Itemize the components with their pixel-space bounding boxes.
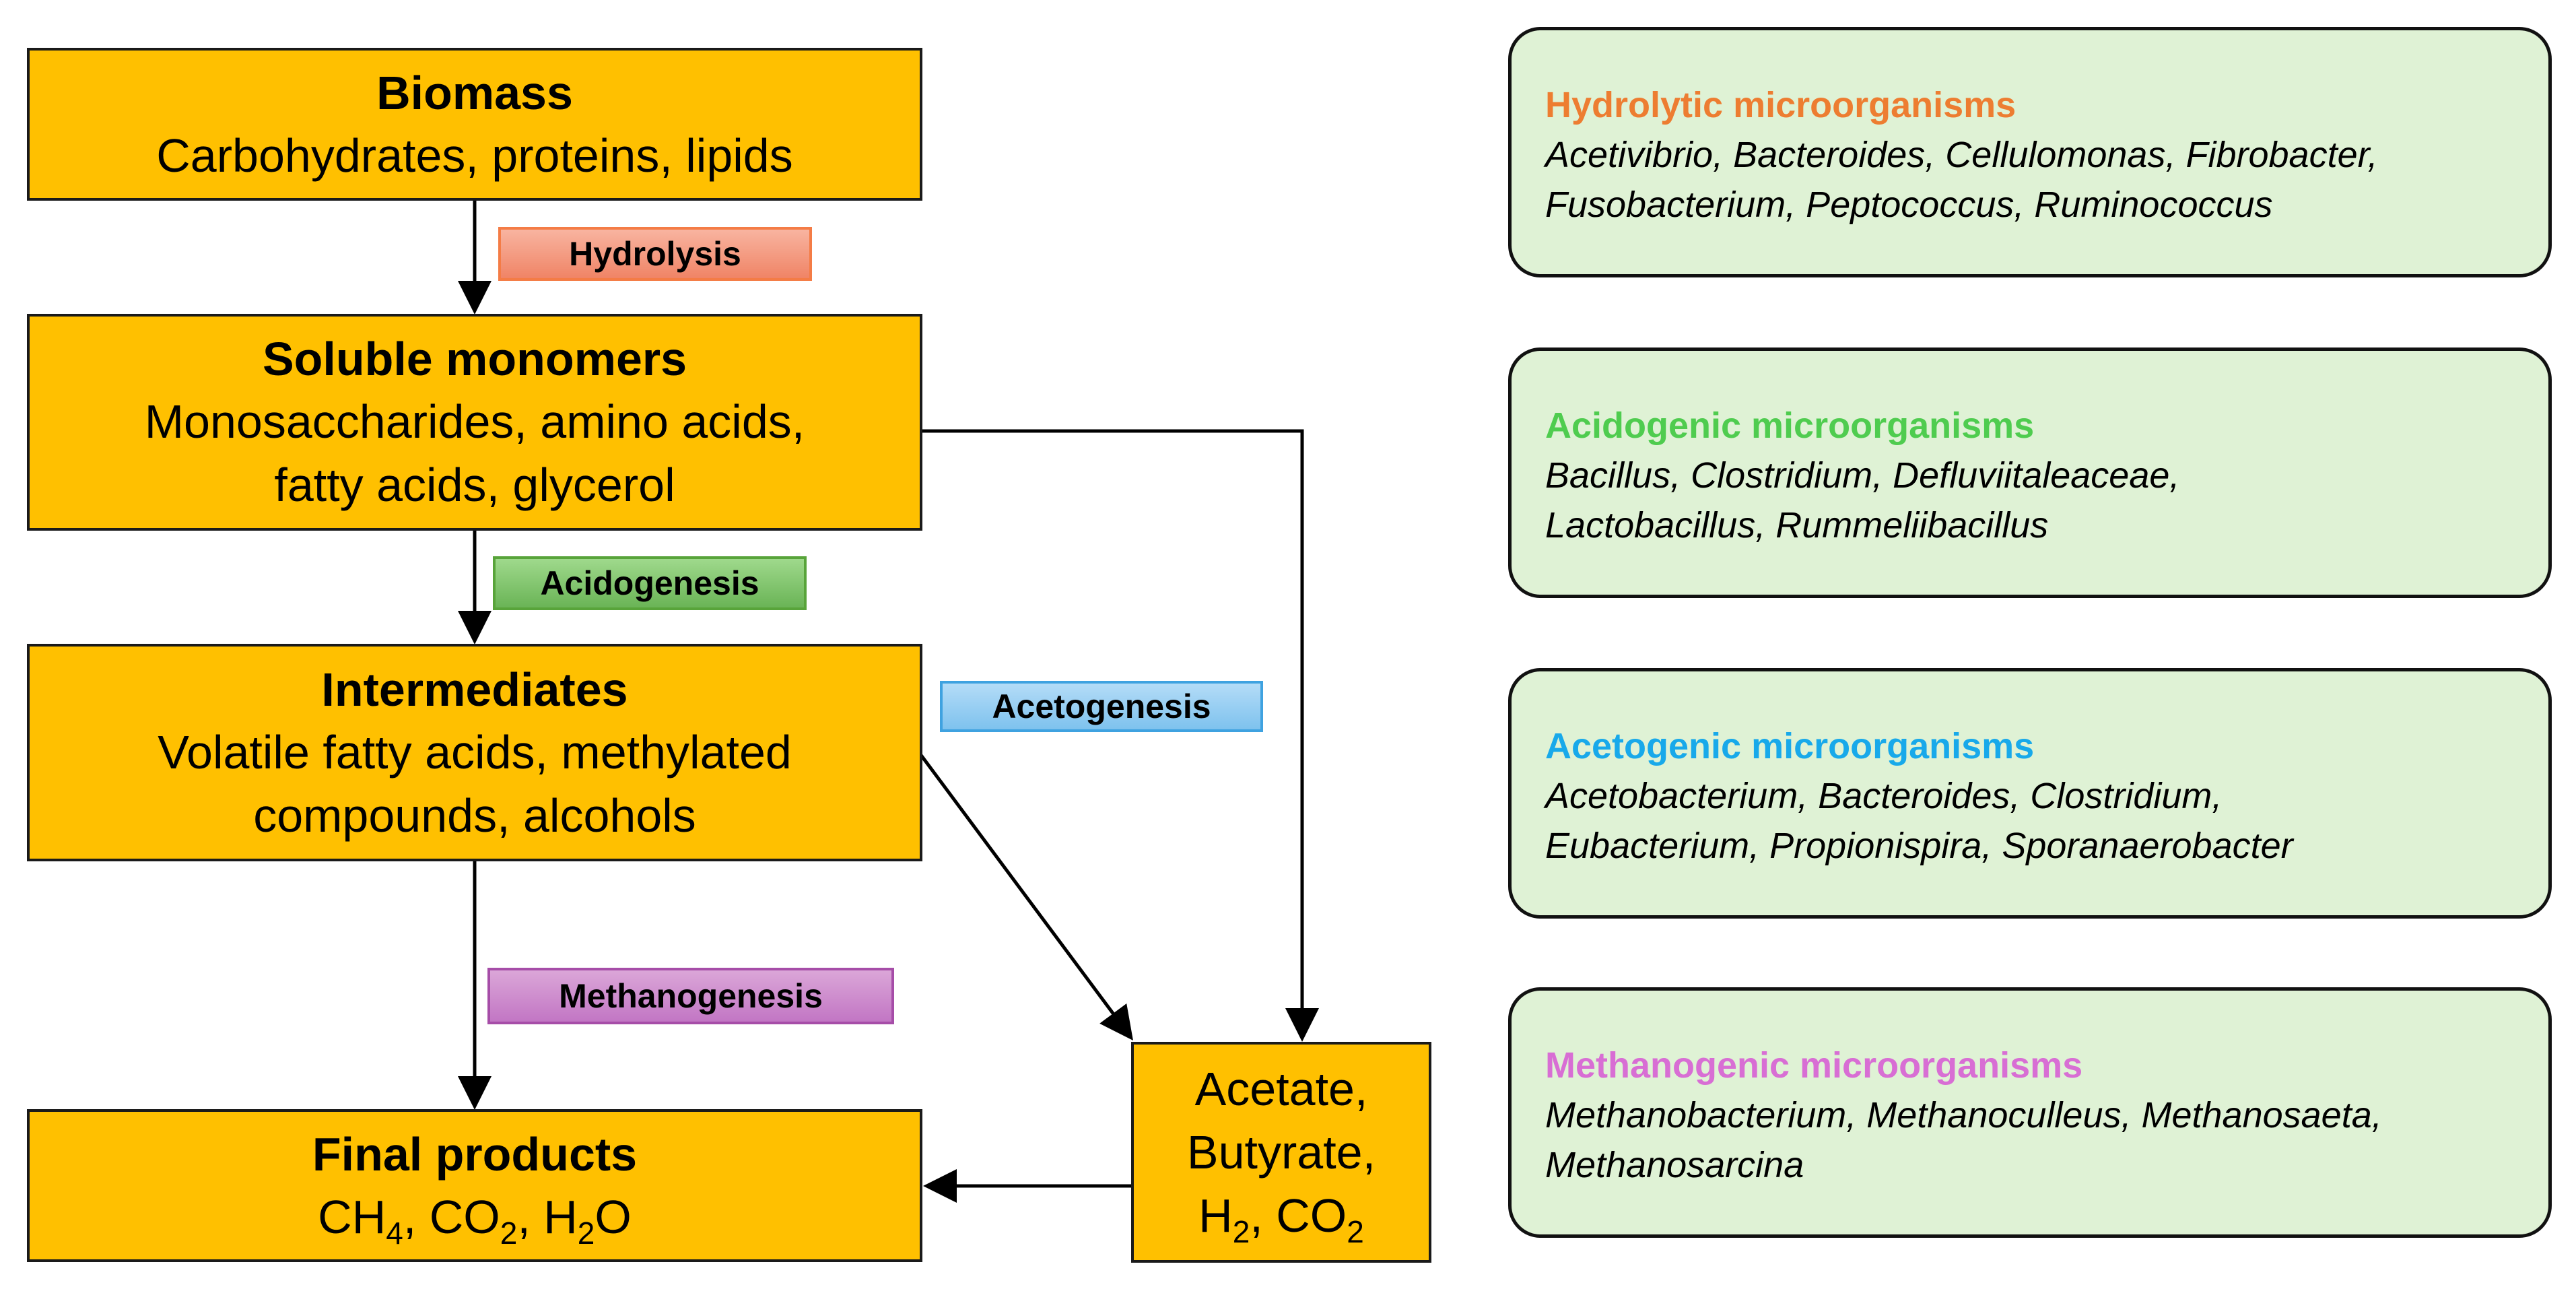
italic-text: Acetobacterium, Bacteroides, Clostridium… bbox=[1545, 776, 2223, 816]
stage-intermediates-title: Intermediates bbox=[321, 663, 628, 716]
stage-intermediates-line: compounds, alcohols bbox=[253, 789, 696, 842]
microbe-card-heading: Acetogenic microorganisms bbox=[1545, 726, 2035, 766]
process-acidogenesis-label: Acidogenesis bbox=[493, 556, 807, 610]
arrow-monomers-to-acetate bbox=[920, 429, 1319, 1042]
stage-acetate-line: Butyrate, bbox=[1186, 1126, 1376, 1179]
stage-biomass-title: Biomass bbox=[376, 66, 573, 119]
italic-text: Bacillus, Clostridium bbox=[1545, 455, 1873, 496]
microbe-card-acidogenic: Acidogenic microorganisms Bacillus, Clos… bbox=[1508, 347, 2552, 598]
italic-text: Rummeliibacillus bbox=[1775, 505, 2049, 545]
italic-text: Eubacterium, Propionispira, Sporanaeroba… bbox=[1545, 826, 2293, 866]
microbe-card-line: Methanosarcina bbox=[1545, 1140, 2515, 1190]
italic-text: Methanobacterium, Methanoculleus, Methan… bbox=[1545, 1095, 2382, 1135]
italic-text: Fibrobacter, bbox=[2185, 135, 2378, 175]
microbe-card-line: Acetivibrio, Bacteroides, Cellulomonas, … bbox=[1545, 135, 2378, 175]
subscript: 2 bbox=[577, 1215, 595, 1251]
microbe-card-line: Methanobacterium, Methanoculleus, Methan… bbox=[1545, 1090, 2515, 1140]
arrow-intermediates-to-acetate bbox=[918, 753, 1133, 1041]
stage-biomass-line: Carbohydrates, proteins, lipids bbox=[156, 129, 793, 182]
subscript: 4 bbox=[386, 1215, 403, 1251]
italic-text: Lactobacillus bbox=[1545, 505, 1756, 545]
process-hydrolysis-label: Hydrolysis bbox=[498, 227, 812, 281]
italic-text: Defluviitaleaceae, bbox=[1893, 455, 2180, 496]
stage-biomass-box: Biomass Carbohydrates, proteins, lipids bbox=[27, 48, 922, 201]
stage-acetate-line: Acetate, bbox=[1194, 1063, 1368, 1115]
microbe-card-hydrolytic: Hydrolytic microorganisms Acetivibrio, B… bbox=[1508, 27, 2552, 277]
microbe-card-line: Eubacterium, Propionispira, Sporanaeroba… bbox=[1545, 821, 2515, 871]
stage-acetate-line: H2, CO2 bbox=[1198, 1189, 1364, 1250]
microbe-card-line: Bacillus, Clostridium, Defluviitaleaceae… bbox=[1545, 455, 2180, 496]
stage-final-products-box: Final products CH4, CO2, H2O bbox=[27, 1109, 922, 1262]
stage-acetate-box: Acetate, Butyrate, H2, CO2 bbox=[1131, 1042, 1431, 1263]
microbe-card-acetogenic: Acetogenic microorganisms Acetobacterium… bbox=[1508, 668, 2552, 919]
stage-monomers-title: Soluble monomers bbox=[262, 333, 687, 385]
stage-intermediates-box: Intermediates Volatile fatty acids, meth… bbox=[27, 644, 922, 861]
subscript: 2 bbox=[1232, 1214, 1250, 1250]
microbe-card-methanogenic: Methanogenic microorganisms Methanobacte… bbox=[1508, 987, 2552, 1238]
microbe-card-heading: Hydrolytic microorganisms bbox=[1545, 85, 2016, 125]
microbe-card-line: Lactobacillus, Rummeliibacillus bbox=[1545, 505, 2049, 545]
italic-text: Cellulomonas bbox=[1945, 135, 2166, 175]
stage-intermediates-line: Volatile fatty acids, methylated bbox=[158, 725, 792, 779]
italic-text: Bacteroides bbox=[1733, 135, 1926, 175]
process-methanogenesis-label: Methanogenesis bbox=[487, 968, 894, 1024]
stage-monomers-box: Soluble monomers Monosaccharides, amino … bbox=[27, 314, 922, 531]
stage-final-formula: CH4, CO2, H2O bbox=[318, 1190, 632, 1251]
italic-text: Ruminococcus bbox=[2034, 185, 2273, 225]
stage-final-title: Final products bbox=[312, 1127, 638, 1181]
subscript: 2 bbox=[1347, 1214, 1364, 1250]
process-acetogenesis-label: Acetogenesis bbox=[940, 681, 1263, 732]
microbe-card-heading: Acidogenic microorganisms bbox=[1545, 405, 2035, 446]
stage-monomers-line: Monosaccharides, amino acids, bbox=[144, 395, 805, 448]
microbe-card-line: Acetobacterium, Bacteroides, Clostridium… bbox=[1545, 771, 2515, 821]
microbe-card-heading: Methanogenic microorganisms bbox=[1545, 1045, 2083, 1086]
italic-text: Acetivibrio bbox=[1545, 135, 1714, 175]
stage-monomers-line: fatty acids, glycerol bbox=[274, 459, 675, 511]
italic-text: Peptococcus bbox=[1806, 185, 2014, 225]
microbe-card-line: Fusobacterium, Peptococcus, Ruminococcus bbox=[1545, 185, 2273, 225]
italic-text: Fusobacterium bbox=[1545, 185, 1786, 225]
italic-text: Methanosarcina bbox=[1545, 1145, 1804, 1185]
subscript: 2 bbox=[500, 1215, 518, 1251]
